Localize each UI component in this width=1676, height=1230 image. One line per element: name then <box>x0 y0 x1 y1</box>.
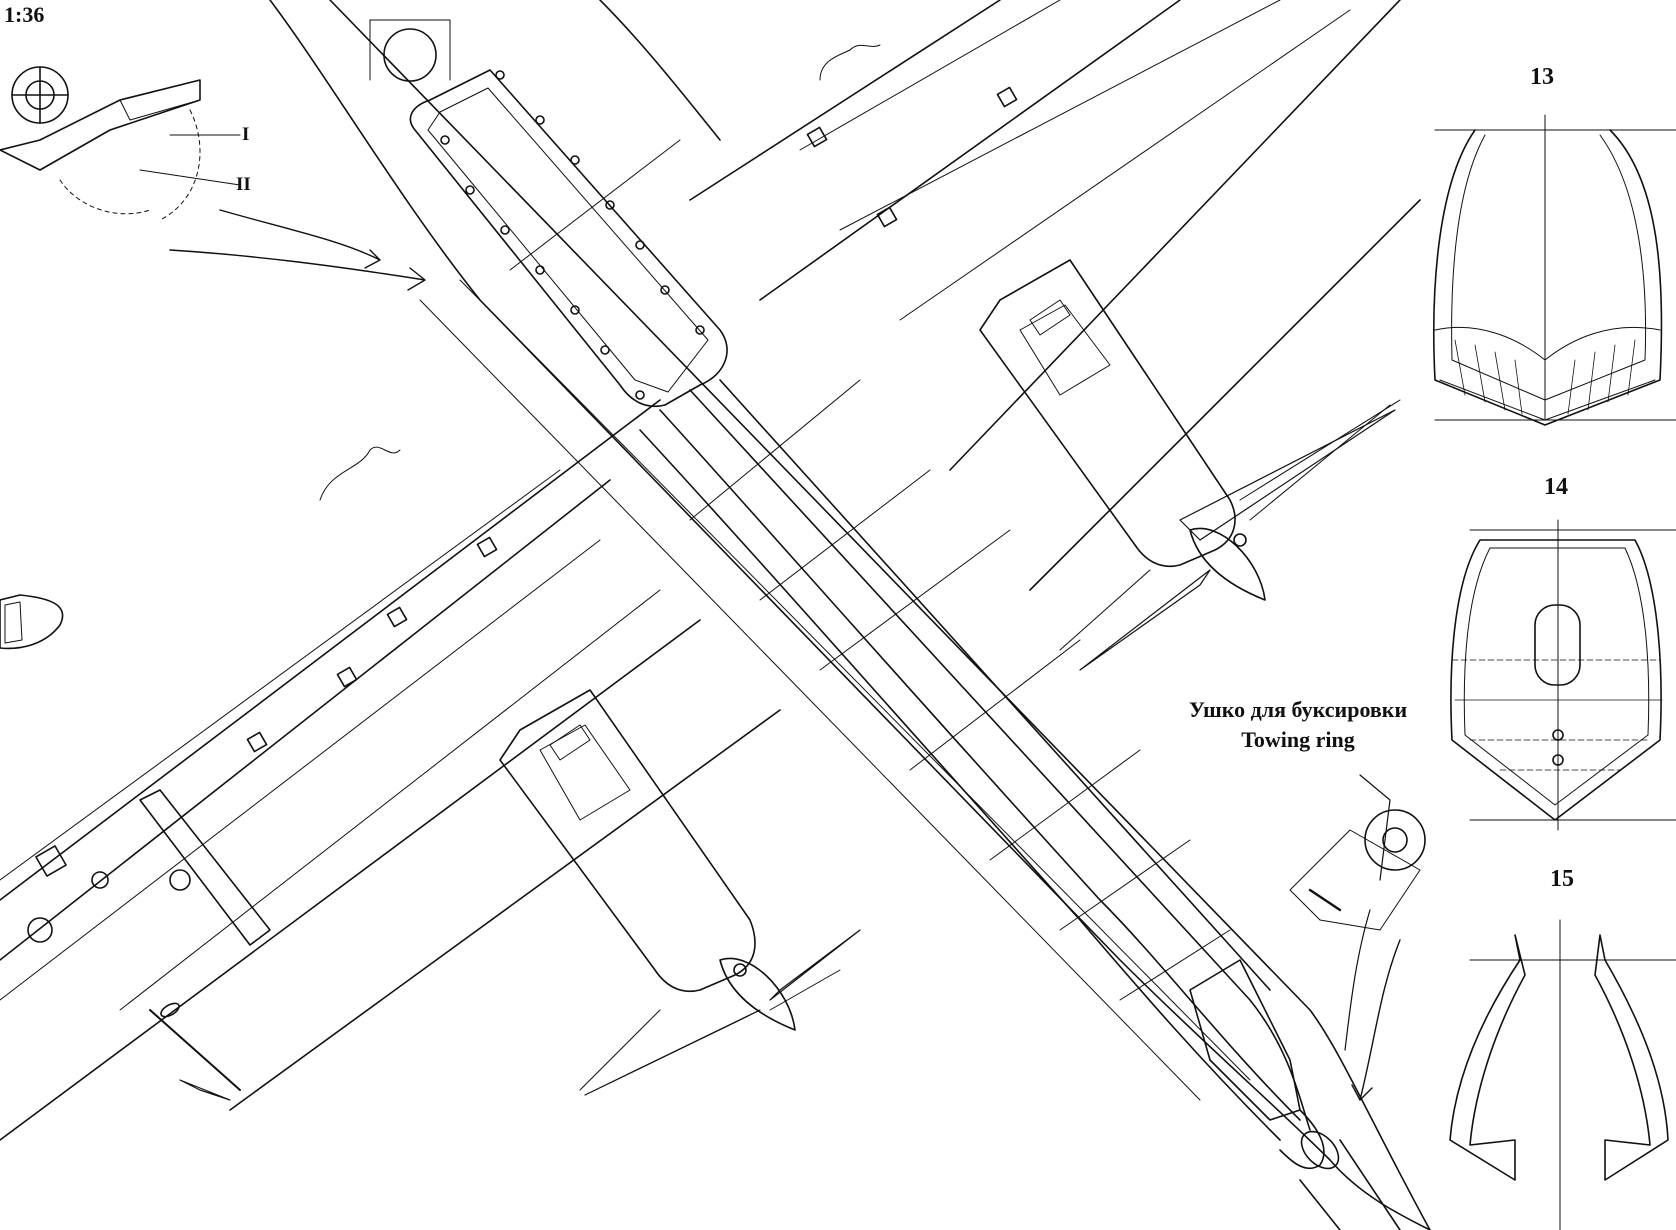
propellers <box>180 410 1395 1100</box>
section-13 <box>1434 115 1676 425</box>
engine-nacelle-left <box>500 690 840 1090</box>
towing-ring-label-ru: Ушко для буксировки <box>1188 697 1408 722</box>
section-15 <box>1450 920 1676 1230</box>
scale-label: 1:36 <box>4 2 45 27</box>
detail-I-II-sketch <box>0 67 425 290</box>
section-14 <box>1451 520 1676 830</box>
dorsal-hatch <box>370 20 727 406</box>
engine-nacelle-right <box>980 260 1400 650</box>
detail-label-II: II <box>236 174 251 195</box>
section-label-13: 13 <box>1530 64 1554 90</box>
section-label-14: 14 <box>1544 474 1568 500</box>
detail-label-I: I <box>242 124 250 145</box>
fuselage <box>270 0 1430 1230</box>
towing-ring-detail <box>1290 775 1425 1100</box>
nose-cap-detail <box>0 595 63 648</box>
section-label-15: 15 <box>1550 866 1574 892</box>
wings <box>0 0 1420 1140</box>
towing-ring-label-en: Towing ring <box>1241 727 1355 752</box>
towing-ring-callout: Ушко для буксировки Towing ring <box>1166 695 1430 755</box>
